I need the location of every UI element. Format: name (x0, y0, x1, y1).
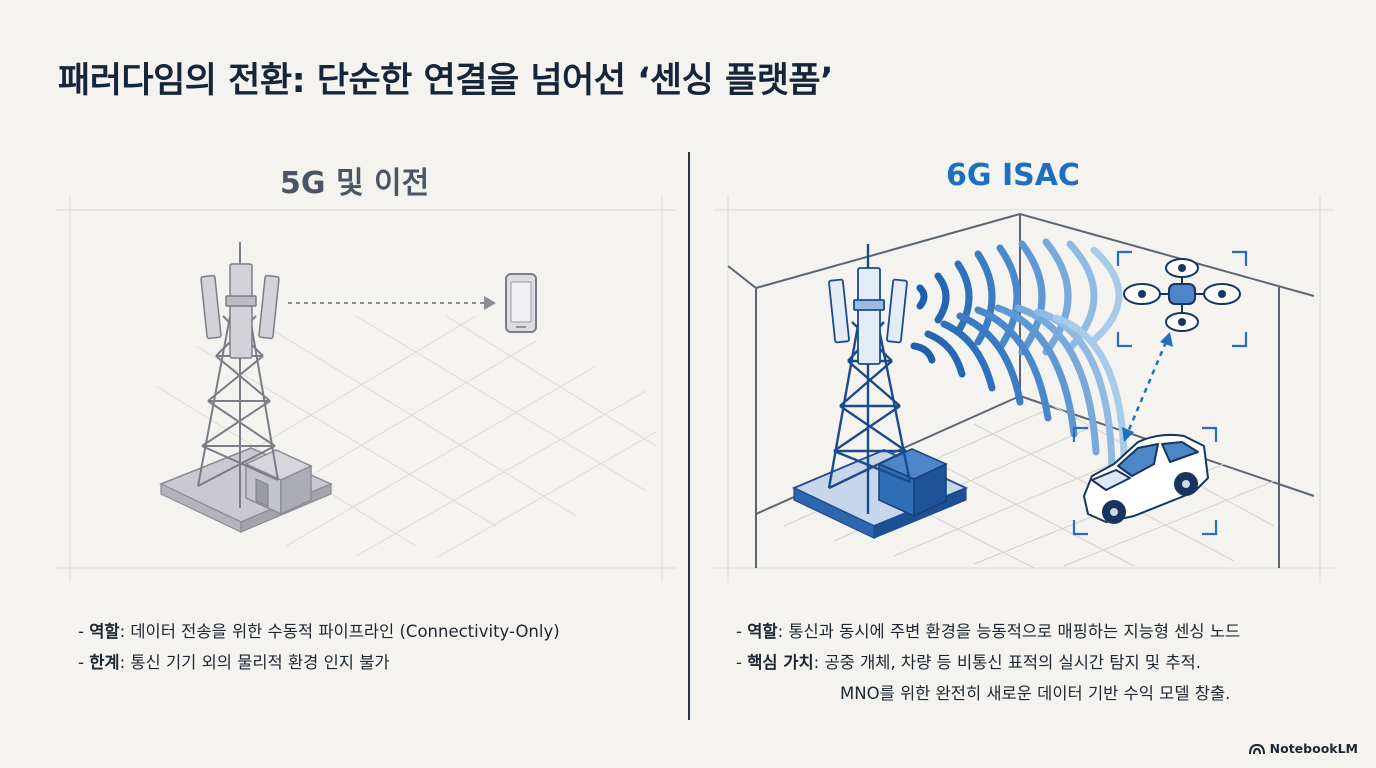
bullet-text: : 공중 개체, 차량 등 비통신 표적의 실시간 탐지 및 추적. (813, 653, 1201, 672)
smartphone-icon (505, 273, 537, 333)
bullet-text: : 통신과 동시에 주변 환경을 능동적으로 매핑하는 지능형 센싱 노드 (777, 622, 1241, 641)
bullet-label: 역할 (89, 622, 120, 641)
brand-label: NotebookLM (1269, 741, 1358, 756)
sensing-beam-lower (910, 304, 1128, 488)
legacy-network-illustration (56, 196, 676, 582)
car-icon (1083, 433, 1209, 524)
car-target-brackets (1072, 426, 1218, 536)
arrow-head-icon (484, 296, 496, 310)
bullet-continuation: MNO를 위한 완전히 새로운 데이터 기반 수익 모델 창출. (840, 684, 1231, 703)
bullet-text: : 통신 기기 외의 물리적 환경 인지 불가 (119, 653, 390, 672)
right-heading: 6G ISAC (946, 158, 1080, 193)
list-item: - 역할: 통신과 동시에 주변 환경을 능동적으로 매핑하는 지능형 센싱 노… (736, 622, 1241, 641)
isac-bullet-list: - 역할: 통신과 동시에 주변 환경을 능동적으로 매핑하는 지능형 센싱 노… (736, 616, 1240, 709)
notebooklm-logo-icon (1248, 743, 1265, 754)
tracking-link-icon (1126, 341, 1168, 433)
antenna-array-blue (828, 267, 908, 365)
antenna-array-gray (200, 263, 280, 359)
list-item: - 핵심 가치: 공중 개체, 차량 등 비통신 표적의 실시간 탐지 및 추적… (736, 653, 1201, 672)
left-heading: 5G 및 이전 (280, 166, 430, 201)
bullet-label: 역할 (747, 622, 778, 641)
list-item: - 역할: 데이터 전송을 위한 수동적 파이프라인 (Connectivity… (78, 622, 560, 641)
center-divider (688, 152, 690, 720)
brand-watermark: NotebookLM (1248, 741, 1358, 756)
bullet-text: : 데이터 전송을 위한 수동적 파이프라인 (Connectivity-Onl… (119, 622, 560, 641)
legacy-bullet-list: - 역할: 데이터 전송을 위한 수동적 파이프라인 (Connectivity… (78, 616, 560, 678)
drone-target-brackets (1116, 250, 1248, 348)
bullet-label: 핵심 가치 (747, 653, 814, 672)
bullet-label: 한계 (89, 653, 120, 672)
isac-network-illustration (714, 196, 1334, 582)
drone-icon (1123, 258, 1241, 332)
list-item: - 한계: 통신 기기 외의 물리적 환경 인지 불가 (78, 653, 390, 672)
page-title: 패러다임의 전환: 단순한 연결을 넘어선 ‘센싱 플랫폼’ (58, 61, 833, 101)
